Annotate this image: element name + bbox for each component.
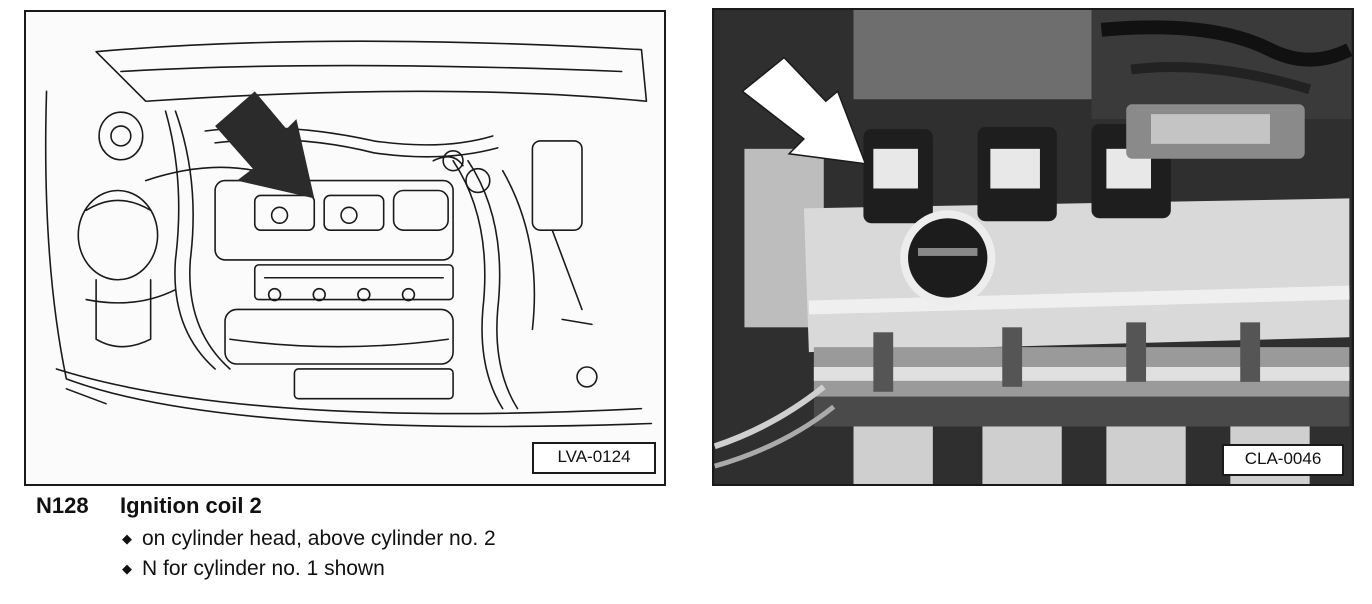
arrow-icon	[741, 56, 867, 165]
figure-label: CLA-0046	[1222, 444, 1344, 476]
figure-caption: N128 Ignition coil 2 ◆ on cylinder head, a…	[36, 492, 936, 584]
engine-line-drawing: LVA-0124	[24, 10, 666, 486]
list-item: ◆ on cylinder head, above cylinder no. 2	[122, 524, 936, 554]
engine-drawing-art	[44, 40, 653, 428]
bullet-text: on cylinder head, above cylinder no. 2	[142, 527, 496, 550]
engine-photo-art	[714, 10, 1352, 484]
component-code: N128	[36, 493, 89, 518]
diamond-bullet-icon: ◆	[122, 531, 132, 546]
arrow-icon	[215, 91, 315, 199]
engine-photo: CLA-0046	[712, 8, 1354, 486]
component-heading: N128 Ignition coil 2	[36, 492, 936, 520]
bullet-text: N for cylinder no. 1 shown	[142, 557, 385, 580]
diamond-bullet-icon: ◆	[122, 561, 132, 576]
component-title: Ignition coil 2	[120, 493, 262, 518]
caption-bullets: ◆on cylinder head, above cylinder no. 2 …	[36, 524, 936, 584]
figure-label: LVA-0124	[532, 442, 656, 474]
list-item: ◆ N for cylinder no. 1 shown	[122, 554, 936, 584]
